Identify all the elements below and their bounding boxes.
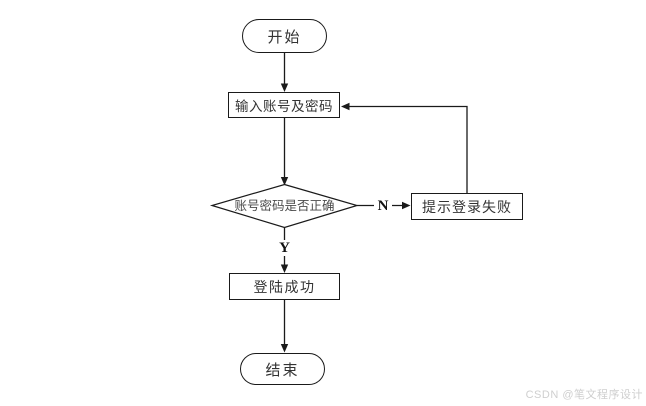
- arrowhead-into-input-right: [341, 102, 350, 111]
- arrowhead-into-fail-left: [402, 201, 411, 210]
- decision-diamond-shape: [209, 183, 360, 229]
- node-end: 结束: [240, 353, 325, 385]
- node-decision-label: 账号密码是否正确: [234, 199, 335, 213]
- node-input-credentials: 输入账号及密码: [228, 92, 340, 118]
- arrowhead-into-success-top: [280, 264, 289, 273]
- edge-fail-to-input: [349, 105, 468, 193]
- node-input-credentials-label: 输入账号及密码: [235, 99, 333, 114]
- node-end-label: 结束: [265, 362, 300, 379]
- arrowhead-into-input-top: [280, 83, 289, 92]
- arrowhead-into-end-top: [280, 344, 289, 353]
- node-login-success: 登陆成功: [229, 273, 340, 300]
- csdn-watermark: CSDN @笔文程序设计: [525, 389, 643, 401]
- node-start: 开始: [242, 19, 327, 53]
- node-login-failed-label: 提示登录失败: [422, 200, 512, 216]
- node-login-success-label: 登陆成功: [253, 280, 316, 296]
- node-start-label: 开始: [267, 29, 302, 46]
- branch-label-no: N: [374, 198, 392, 214]
- branch-label-yes: Y: [276, 240, 293, 256]
- node-login-failed: 提示登录失败: [411, 193, 523, 220]
- arrowhead-into-decision-top: [280, 177, 289, 186]
